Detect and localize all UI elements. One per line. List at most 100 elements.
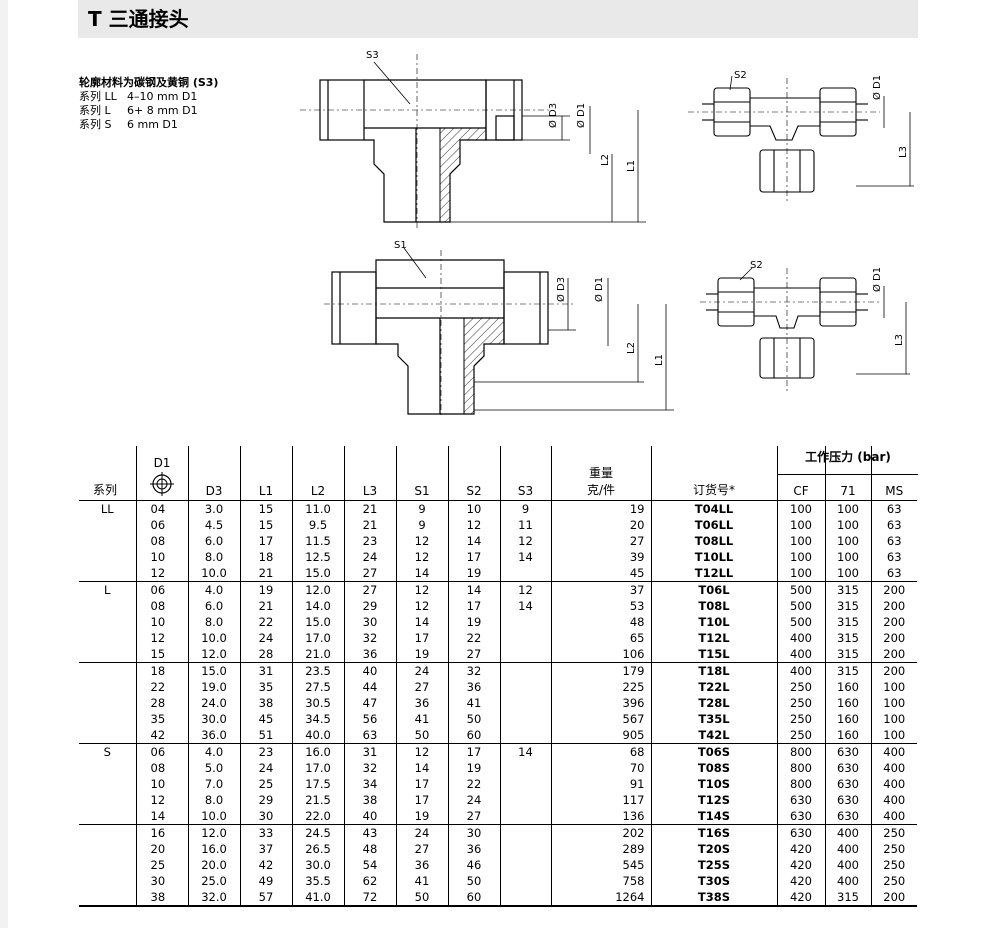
- cell-l3: 63: [344, 727, 397, 744]
- cell-l1: 19: [240, 581, 293, 598]
- cell-ms: 400: [883, 809, 906, 823]
- cell-weight: 37: [551, 581, 652, 598]
- cell-l1: 29: [240, 792, 293, 808]
- cell-cf: 800: [777, 760, 826, 776]
- col-d3: D3: [188, 446, 241, 501]
- cell-order-number: T06S: [651, 743, 778, 760]
- cell-s2: 19: [448, 565, 501, 582]
- label-s1: S1: [394, 240, 407, 251]
- cell-s3: [500, 776, 552, 792]
- cell-d1: 06: [136, 581, 189, 598]
- col-d1: D1: [136, 446, 189, 501]
- series-cell: [79, 776, 137, 792]
- cell-ms: 250: [871, 824, 917, 841]
- cell-s1: 9: [396, 500, 449, 517]
- cell-order-number: T18L: [651, 662, 778, 679]
- cell-l1: 17: [240, 533, 293, 549]
- cell-l3: 31: [344, 743, 397, 760]
- cell-l2: 26.5: [292, 841, 345, 857]
- cell-l3: 30: [344, 614, 397, 630]
- cell-ms: 100: [883, 696, 906, 710]
- cell-weight: 53: [551, 598, 652, 614]
- cell-71: 160: [825, 679, 872, 695]
- label-d1: Ø D1: [871, 75, 883, 100]
- cell-l2: 15.0: [292, 614, 345, 630]
- cell-s1: 17: [396, 630, 449, 646]
- cell-l1: 22: [240, 614, 293, 630]
- cell-l3: 43: [344, 824, 397, 841]
- cell-l3: 44: [344, 679, 397, 695]
- cell-d3: 25.0: [188, 873, 241, 889]
- series-cell: [79, 598, 137, 614]
- col-s1: S1: [396, 446, 449, 501]
- cell-l3: 27: [344, 565, 397, 582]
- cell-weight: 117: [551, 792, 652, 808]
- cell-d3: 8.0: [188, 614, 241, 630]
- col-71: 71: [825, 446, 872, 501]
- cell-s1: 12: [396, 549, 449, 565]
- cell-s1: 36: [396, 857, 449, 873]
- series-cell: [79, 533, 137, 549]
- cell-order-number: T20S: [651, 841, 778, 857]
- cell-71: 315: [825, 646, 872, 663]
- cell-d3: 32.0: [188, 889, 241, 907]
- cell-d1: 12: [136, 792, 189, 808]
- cell-s3: [500, 646, 552, 663]
- cell-l3: 56: [344, 711, 397, 727]
- cell-l3: 40: [344, 808, 397, 825]
- cell-l2: 11.5: [292, 533, 345, 549]
- series-cell: [79, 565, 137, 582]
- cell-cf: 400: [777, 646, 826, 663]
- label-d3: Ø D3: [555, 277, 567, 302]
- cell-weight: 567: [551, 711, 652, 727]
- cell-71: 100: [825, 549, 872, 565]
- cell-d1: 06: [136, 517, 189, 533]
- series-cell: [79, 630, 137, 646]
- cell-order-number: T04LL: [651, 500, 778, 517]
- cell-weight: 202: [551, 824, 652, 841]
- cell-cf: 250: [777, 679, 826, 695]
- cell-d3: 12.0: [188, 646, 241, 663]
- series-cell: [79, 517, 137, 533]
- cell-l1: 42: [240, 857, 293, 873]
- cell-l2: 17.0: [292, 630, 345, 646]
- cell-cf: 630: [777, 792, 826, 808]
- label-l3: L3: [894, 334, 905, 346]
- cell-s2: 32: [448, 662, 501, 679]
- cell-d3: 12.0: [188, 824, 241, 841]
- cell-weight: 65: [551, 630, 652, 646]
- cell-71: 315: [825, 662, 872, 679]
- cell-order-number: T08LL: [651, 533, 778, 549]
- cell-ms: 63: [886, 518, 902, 532]
- cell-s2: 36: [448, 841, 501, 857]
- cell-l3: 32: [344, 760, 397, 776]
- cell-l2: 12.0: [292, 581, 345, 598]
- cell-ms: 250: [883, 858, 906, 872]
- cell-l1: 51: [240, 727, 293, 744]
- cell-d3: 24.0: [188, 695, 241, 711]
- cell-s3: 14: [500, 549, 552, 565]
- cell-order-number: T30S: [651, 873, 778, 889]
- cell-s1: 50: [396, 727, 449, 744]
- cell-d1: 08: [136, 760, 189, 776]
- cell-d3: 16.0: [188, 841, 241, 857]
- cell-s3: [500, 630, 552, 646]
- cell-l3: 21: [344, 500, 397, 517]
- cell-l2: 21.0: [292, 646, 345, 663]
- cell-d1: 18: [136, 662, 189, 679]
- cell-d3: 7.0: [188, 776, 241, 792]
- cell-71: 100: [825, 517, 872, 533]
- cell-weight: 289: [551, 841, 652, 857]
- cell-l1: 28: [240, 646, 293, 663]
- cell-l1: 21: [240, 598, 293, 614]
- cell-s2: 14: [448, 533, 501, 549]
- cell-weight: 48: [551, 614, 652, 630]
- cell-71: 315: [825, 598, 872, 614]
- cell-l1: 24: [240, 760, 293, 776]
